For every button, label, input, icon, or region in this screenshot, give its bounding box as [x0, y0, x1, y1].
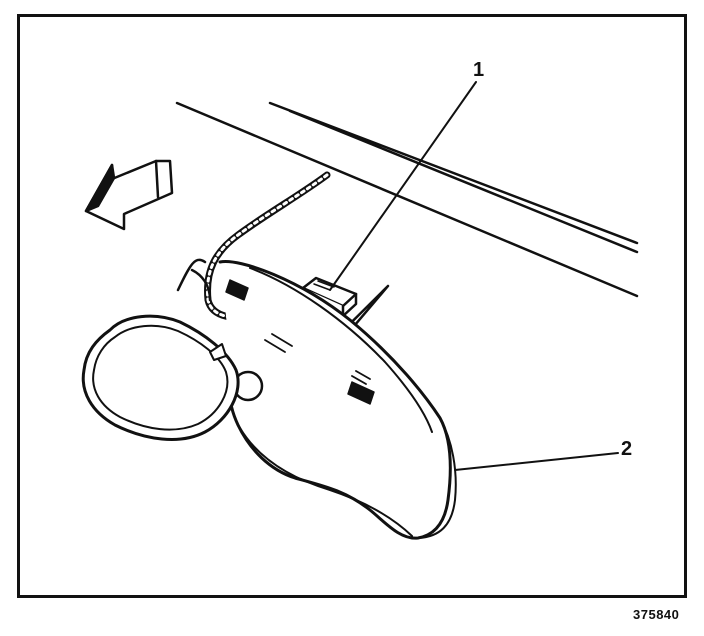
leader-line-1 — [329, 81, 477, 291]
mirror-mount-button — [176, 258, 375, 405]
windshield-mount-plate — [81, 314, 240, 441]
direction-arrow — [84, 159, 174, 231]
callout-label-2: 2 — [621, 438, 633, 460]
leader-line-2 — [454, 452, 619, 471]
figure-frame — [17, 14, 687, 598]
figure-id: 375840 — [633, 607, 680, 622]
mirror-housing — [218, 260, 457, 540]
windshield-lines — [175, 101, 639, 298]
leader-lines — [329, 81, 619, 471]
callout-label-1: 1 — [473, 59, 485, 81]
